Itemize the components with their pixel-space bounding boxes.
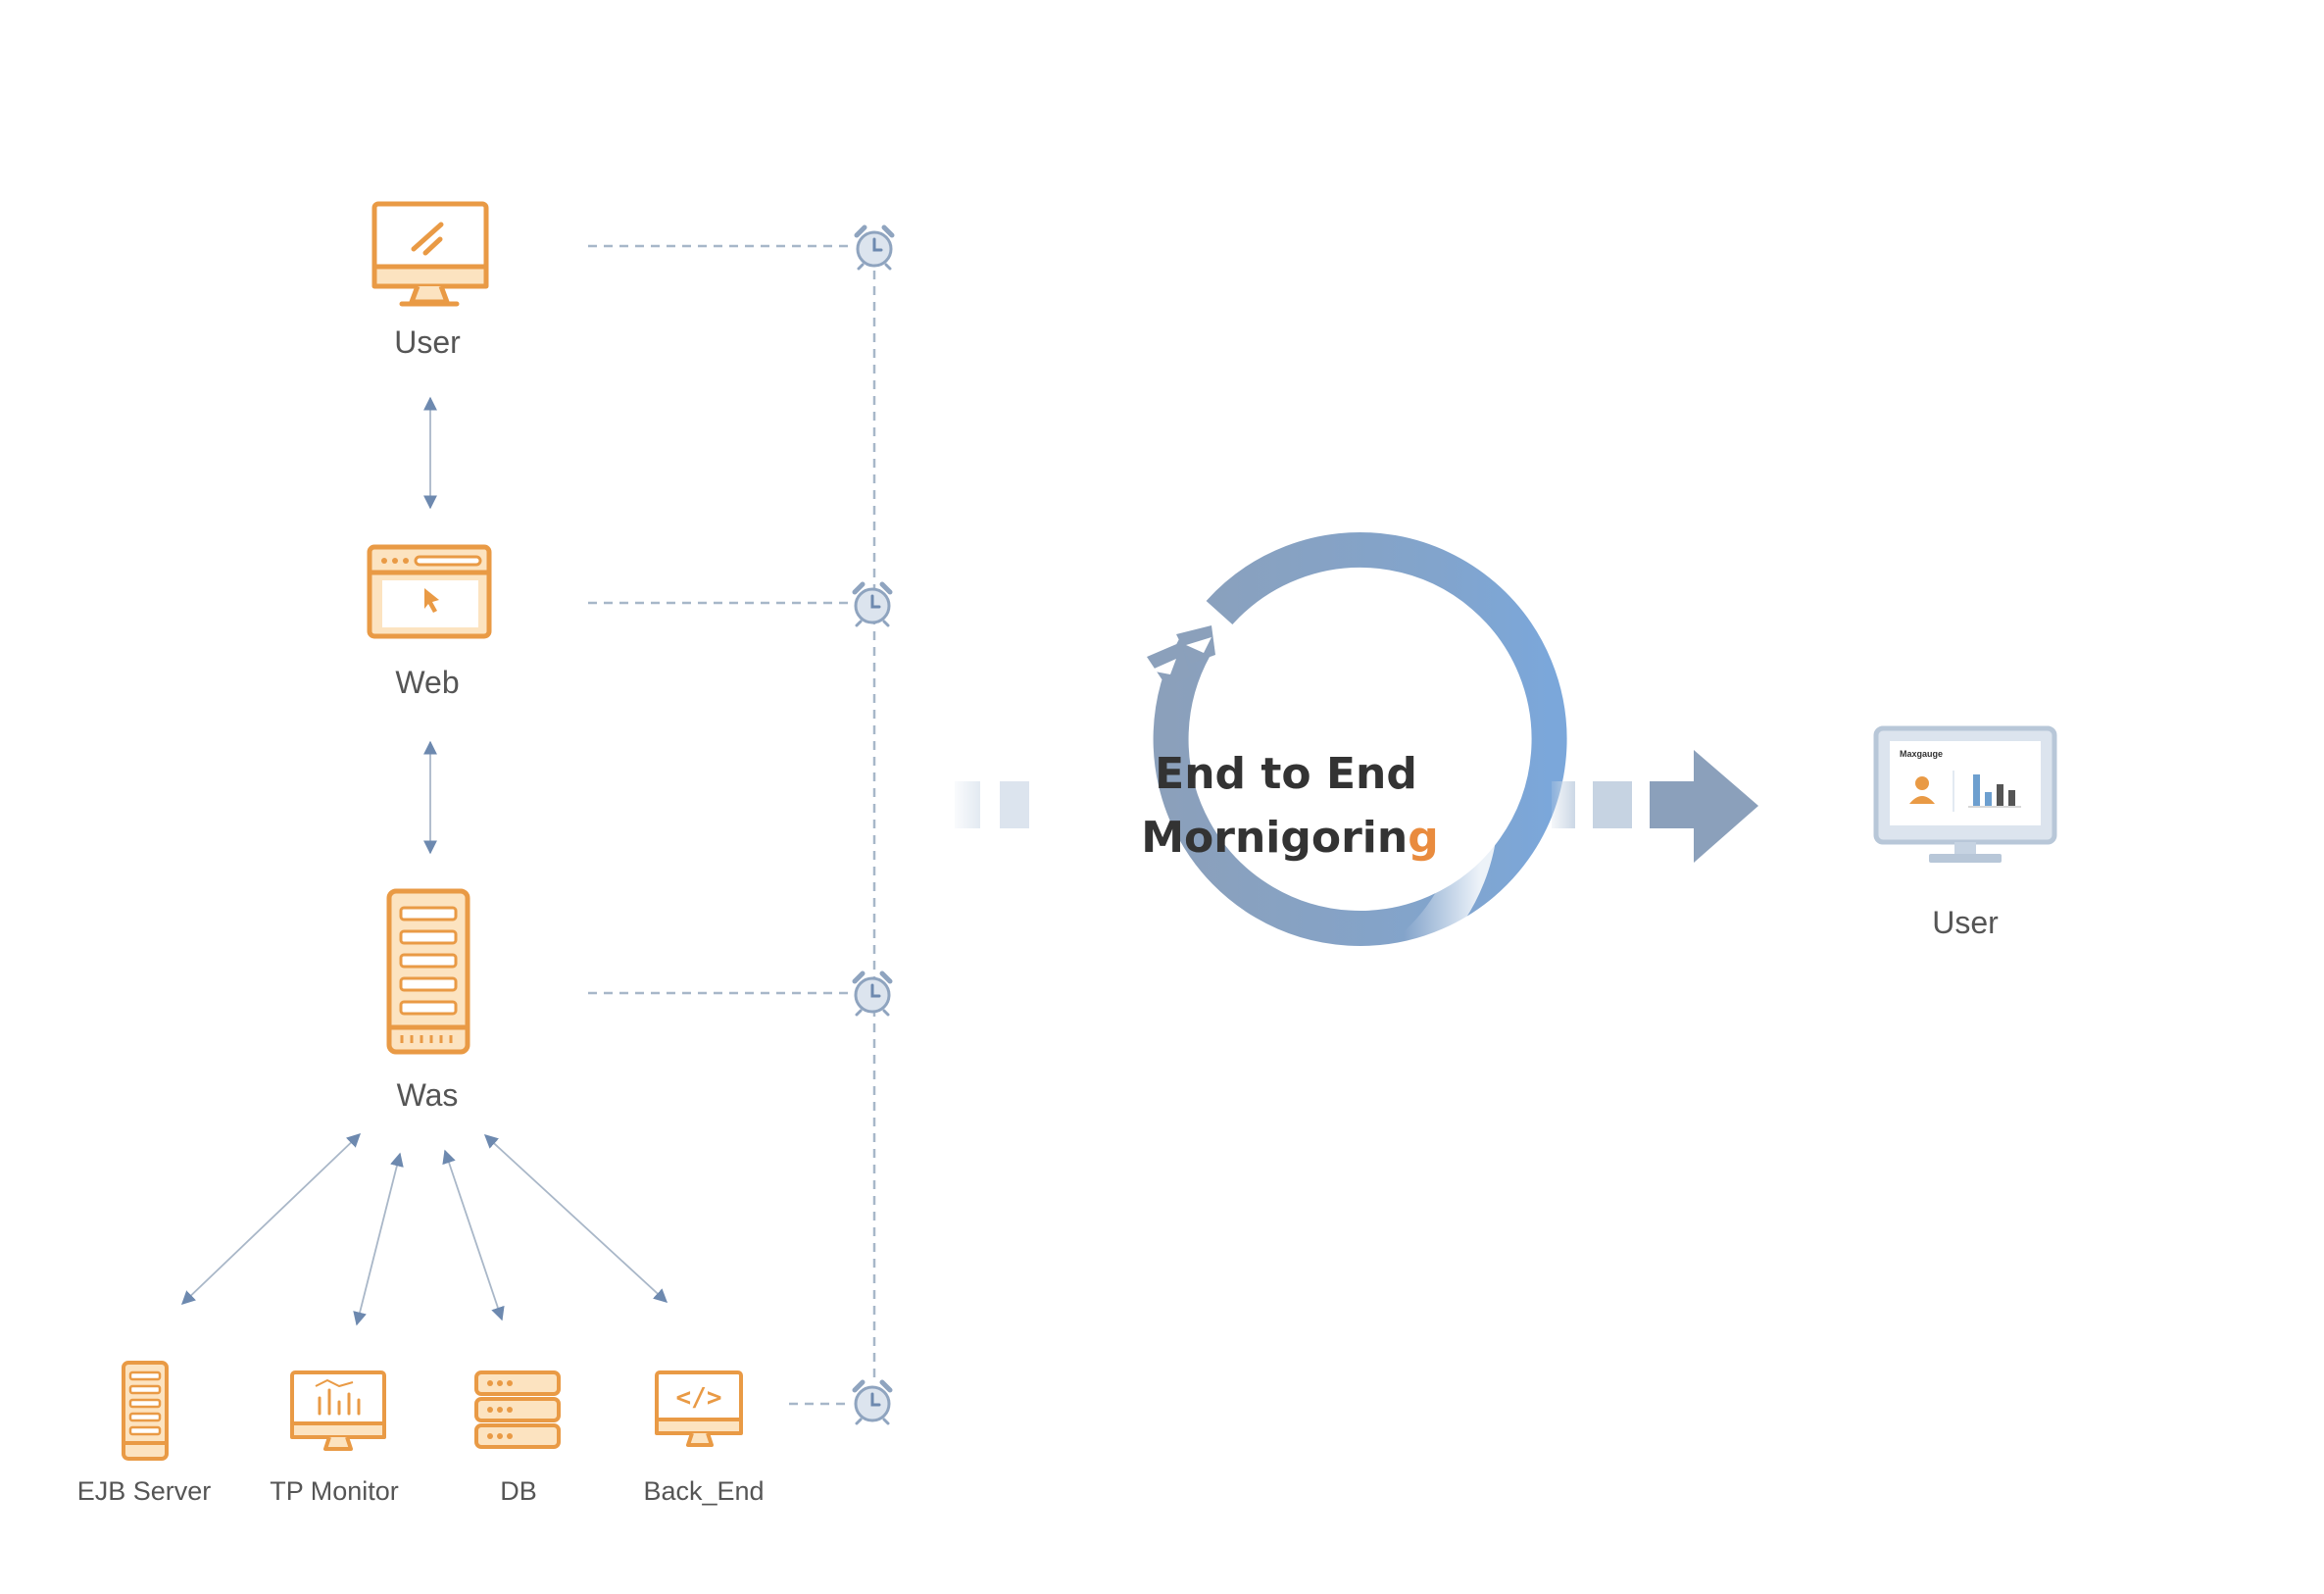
server-icon <box>386 888 470 1055</box>
output-arrow <box>1552 750 1758 863</box>
e2e-cycle-ring <box>1081 531 1567 1015</box>
alarm-clock-icon <box>857 227 892 269</box>
arrow-was-ejb <box>180 1133 362 1305</box>
input-flow-bars <box>955 781 1029 828</box>
arrow-was-backend <box>483 1134 668 1303</box>
dashboard-logo: Maxgauge <box>1900 749 1943 759</box>
node-label-db: DB <box>500 1476 537 1506</box>
center-title-line2: Mornigoring <box>1141 813 1438 863</box>
arrow-was-db <box>442 1149 505 1321</box>
monitor-chart-icon <box>290 1370 386 1451</box>
monitor-icon <box>371 201 489 307</box>
node-label-tp: TP Monitor <box>270 1476 399 1506</box>
alarm-clock-icon <box>855 1382 890 1423</box>
arrow-was-tp <box>353 1152 404 1326</box>
center-title-main: Mornigorin <box>1141 813 1408 863</box>
alarm-clock-icon <box>855 584 890 625</box>
node-label-was: Was <box>397 1077 459 1113</box>
code-monitor-icon: </> <box>655 1370 743 1447</box>
node-label-ejb: EJB Server <box>77 1476 212 1506</box>
browser-icon <box>367 544 492 639</box>
center-title-accent: g <box>1408 813 1439 863</box>
svg-text:</>: </> <box>676 1383 722 1413</box>
dashboard-monitor-icon: Maxgauge <box>1873 725 2057 863</box>
flow-arrows <box>180 396 668 1326</box>
database-icon <box>474 1370 561 1449</box>
node-label-backend: Back_End <box>643 1476 764 1506</box>
node-label-web: Web <box>395 665 459 700</box>
timing-connectors <box>588 244 876 1406</box>
node-label-user: User <box>394 324 461 360</box>
node-label-result-user: User <box>1932 905 1999 940</box>
center-title-line1: End to End <box>1155 749 1417 799</box>
server-icon <box>122 1361 169 1461</box>
alarm-clock-icon <box>855 973 890 1015</box>
